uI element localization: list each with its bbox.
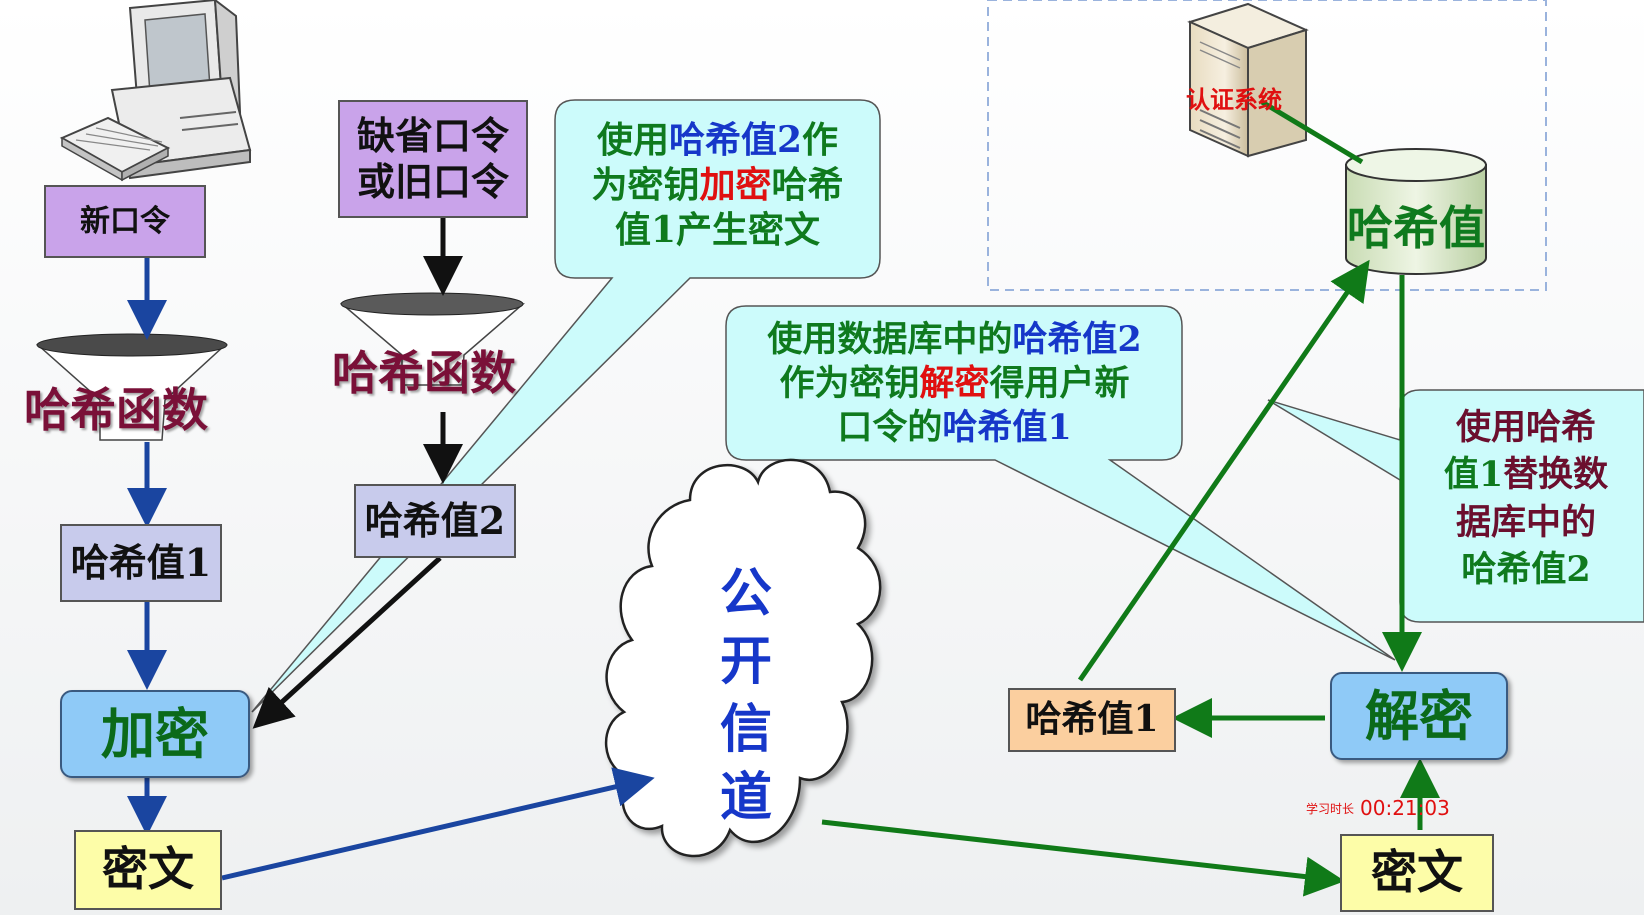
default-password-line-1: 缺省口令 (356, 113, 509, 159)
server-icon (1187, 2, 1309, 158)
hash-function-label-1: 哈希函数 (24, 383, 208, 437)
arrow-channel-to-cipher (821, 819, 1345, 897)
callout-replace-line-4: 哈希值2 (1461, 548, 1591, 590)
ciphertext-box-right: 密文 (1340, 834, 1494, 912)
ciphertext-box-left: 密文 (74, 830, 222, 910)
hash-function-funnel-1 (36, 333, 228, 441)
callout-encrypt-line-2: 为密钥加密哈希 (591, 164, 844, 206)
callout-decrypt-line-3: 口令的哈希值1 (837, 406, 1072, 448)
callout-decrypt-line-2: 作为密钥解密得用户新 (779, 362, 1130, 404)
callout-replace-line-2: 值1替换数 (1443, 454, 1609, 496)
callout-decrypt-text: 使用数据库中的哈希值2 作为密钥解密得用户新 口令的哈希值1 (732, 318, 1177, 449)
computer-icon (59, 0, 252, 182)
new-password-box: 新口令 (44, 185, 206, 258)
callout-replace-line-1: 使用哈希 (1455, 407, 1597, 448)
hash-function-label-2: 哈希函数 (332, 346, 516, 400)
encrypt-box: 加密 (60, 690, 250, 778)
public-channel-char-4: 道 (719, 767, 772, 828)
hash-function-funnel-2 (339, 292, 526, 386)
public-channel-cloud (604, 458, 882, 858)
callout-encrypt-line-3: 值1产生密文 (614, 209, 821, 251)
callout-decrypt-bubble (725, 305, 1396, 661)
auth-system-boundary (987, 0, 1547, 291)
callout-replace-text: 使用哈希 值1替换数 据库中的 哈希值2 (1408, 404, 1644, 593)
callout-replace-line-3: 据库中的 (1455, 501, 1596, 543)
callout-encrypt-line-1: 使用哈希值2作 (596, 119, 839, 161)
database-cylinder (1345, 148, 1487, 275)
public-channel-label: 公 开 信 道 (706, 560, 786, 832)
public-channel-char-3: 信 (719, 699, 772, 760)
arrow-hash2-to-encrypt (252, 556, 442, 729)
hash-value-2-box: 哈希值2 (354, 484, 516, 558)
decrypt-box: 解密 (1330, 672, 1508, 760)
callout-encrypt-text: 使用哈希值2作 为密钥加密哈希 值1产生密文 (560, 118, 875, 253)
study-timer-value: 00:21:03 (1360, 796, 1450, 820)
db-hash-label: 哈希值 (1347, 201, 1485, 255)
public-channel-char-2: 开 (719, 631, 772, 692)
default-password-box: 缺省口令 或旧口令 (338, 100, 528, 218)
public-channel-char-1: 公 (719, 563, 772, 624)
default-password-line-2: 或旧口令 (356, 159, 509, 204)
arrow-hash1-to-db (1077, 259, 1370, 682)
hash-value-1-box-left: 哈希值1 (60, 524, 222, 602)
callout-decrypt-line-1: 使用数据库中的哈希值2 (767, 319, 1142, 360)
arrow-cipher-to-channel (221, 767, 655, 881)
auth-system-label: 认证系统 (1186, 85, 1282, 114)
link-server-to-db (1260, 99, 1364, 165)
study-timer-label: 学习时长 (1306, 801, 1355, 816)
hash-value-1-box-right: 哈希值1 (1008, 688, 1176, 752)
study-timer: 学习时长 00:21:03 (1306, 796, 1454, 820)
